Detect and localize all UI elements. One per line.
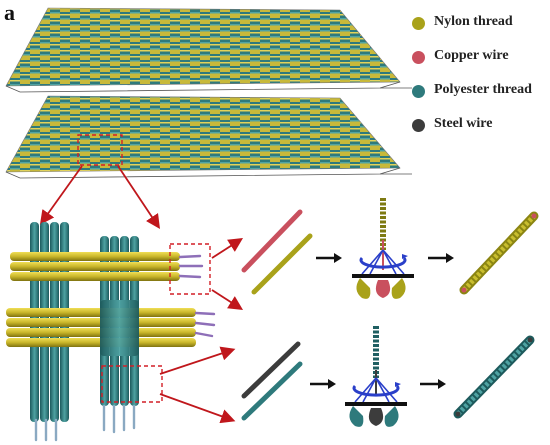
steel-detail-box (101, 365, 163, 403)
zoom-arrow-left (39, 165, 83, 225)
panel-label: a (4, 0, 15, 25)
process-arrow-top-2 (428, 253, 454, 263)
process-arrow-bottom-1 (310, 379, 336, 389)
copper-nylon-raw (241, 209, 313, 295)
steel-wire-tips (34, 404, 136, 442)
steel-polyester-raw (241, 341, 303, 421)
legend-item-nylon: Nylon thread (410, 14, 550, 48)
steel-swatch-icon (412, 119, 425, 132)
legend-item-polyester: Polyester thread (410, 82, 550, 116)
nylon-swatch-icon (412, 17, 425, 30)
fabric-sheet-bottom (5, 95, 412, 179)
process-arrow-top-1 (316, 253, 342, 263)
zoom-region-box (77, 134, 123, 166)
yarn-result-steel (453, 335, 535, 419)
arrow-to-bottom-threads (159, 346, 236, 375)
spinning-device-copper (352, 198, 414, 299)
copper-wire-tips (178, 254, 216, 338)
legend-label: Polyester thread (434, 82, 532, 97)
legend-item-copper: Copper wire (410, 48, 550, 82)
arrow-to-top-threads-2 (211, 289, 244, 310)
legend-label: Steel wire (434, 116, 493, 131)
fabric-sheet-top (5, 7, 412, 93)
arrow-to-bottom-threads-2 (159, 393, 236, 424)
copper-swatch-icon (412, 51, 425, 64)
copper-detail-box (169, 243, 211, 295)
process-arrow-bottom-2 (420, 379, 446, 389)
zoom-arrow-right (117, 165, 160, 229)
legend-label: Nylon thread (434, 14, 513, 29)
legend-label: Copper wire (434, 48, 509, 63)
spinning-device-steel (345, 326, 407, 427)
arrow-to-top-threads (211, 238, 244, 259)
legend-item-steel: Steel wire (410, 116, 550, 150)
polyester-swatch-icon (412, 85, 425, 98)
nylon-bundle-top (10, 252, 180, 281)
weave-closeup (6, 222, 216, 442)
yarn-result-copper (459, 211, 539, 295)
legend: Nylon thread Copper wire Polyester threa… (410, 14, 550, 150)
